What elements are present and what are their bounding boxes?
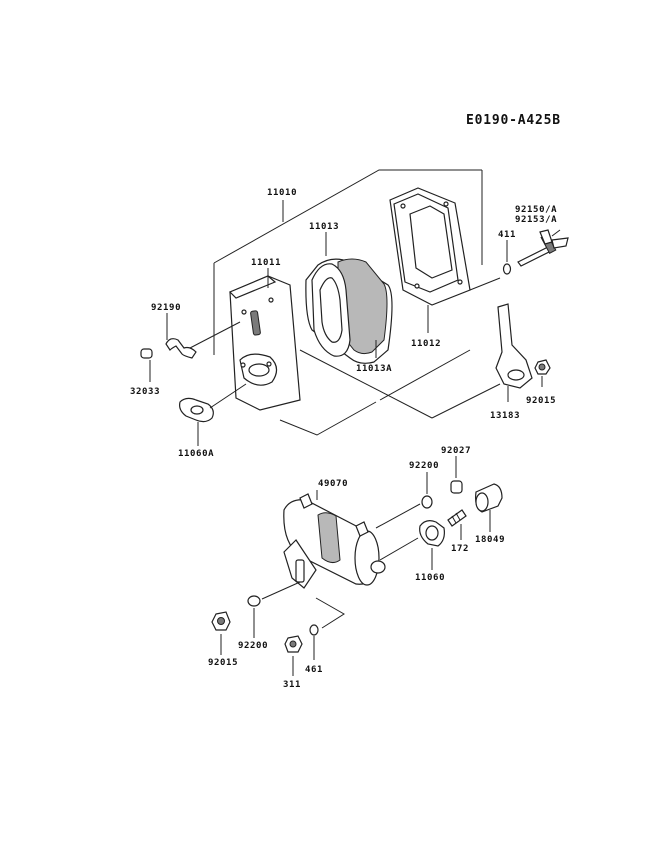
label-32033: 32033 bbox=[130, 387, 160, 397]
label-92015-lower: 92015 bbox=[208, 658, 238, 668]
label-92190: 92190 bbox=[151, 303, 181, 313]
label-311: 311 bbox=[283, 680, 301, 690]
nut-311-part bbox=[284, 635, 303, 653]
washer-461-part bbox=[309, 624, 319, 636]
label-11010: 11010 bbox=[267, 188, 297, 198]
gasket-11060A-part bbox=[179, 397, 214, 423]
cap-92027-part bbox=[450, 480, 463, 494]
washer-92200-lower-part bbox=[247, 595, 261, 607]
fitting-32033-part bbox=[140, 348, 153, 359]
label-11013A: 11013A bbox=[356, 364, 392, 374]
label-411: 411 bbox=[498, 230, 516, 240]
diagram-code: E0190-A425B bbox=[466, 113, 561, 128]
gasket-11060-part bbox=[419, 520, 445, 547]
label-172: 172 bbox=[451, 544, 469, 554]
wing-bolt-part bbox=[517, 229, 569, 267]
label-92150: 92150/A bbox=[515, 205, 557, 215]
air-cleaner-group-outline bbox=[213, 169, 483, 436]
label-92153: 92153/A bbox=[515, 215, 557, 225]
label-461: 461 bbox=[305, 665, 323, 675]
filter-element-part bbox=[305, 258, 393, 364]
part-labels: 11010 11013 11011 92150/A 92153/A 411 92… bbox=[130, 188, 557, 690]
label-11060: 11060 bbox=[415, 573, 445, 583]
label-49070: 49070 bbox=[318, 479, 348, 489]
label-92027: 92027 bbox=[441, 446, 471, 456]
muffler-part bbox=[283, 493, 386, 589]
label-11013: 11013 bbox=[309, 222, 339, 232]
label-92200-upper: 92200 bbox=[409, 461, 439, 471]
breather-hose-part bbox=[165, 338, 197, 359]
nut-92015-upper-part bbox=[534, 359, 551, 375]
label-11060A: 11060A bbox=[178, 449, 214, 459]
label-92200-lower: 92200 bbox=[238, 641, 268, 651]
cover-part bbox=[389, 187, 471, 306]
washer-411-part bbox=[502, 263, 512, 275]
upper-leader-lines bbox=[149, 229, 561, 446]
label-18049: 18049 bbox=[475, 535, 505, 545]
stud-172-part bbox=[447, 509, 467, 527]
washer-92200-upper-part bbox=[421, 495, 433, 509]
label-92015-upper: 92015 bbox=[526, 396, 556, 406]
base-plate-part bbox=[228, 275, 301, 411]
bracket-part bbox=[495, 303, 533, 389]
label-11011: 11011 bbox=[251, 258, 281, 268]
label-11012: 11012 bbox=[411, 339, 441, 349]
label-13183: 13183 bbox=[490, 411, 520, 421]
nut-92015-lower-part bbox=[211, 611, 231, 631]
lower-leader-lines bbox=[220, 456, 491, 676]
spark-arrester-part bbox=[475, 483, 503, 513]
